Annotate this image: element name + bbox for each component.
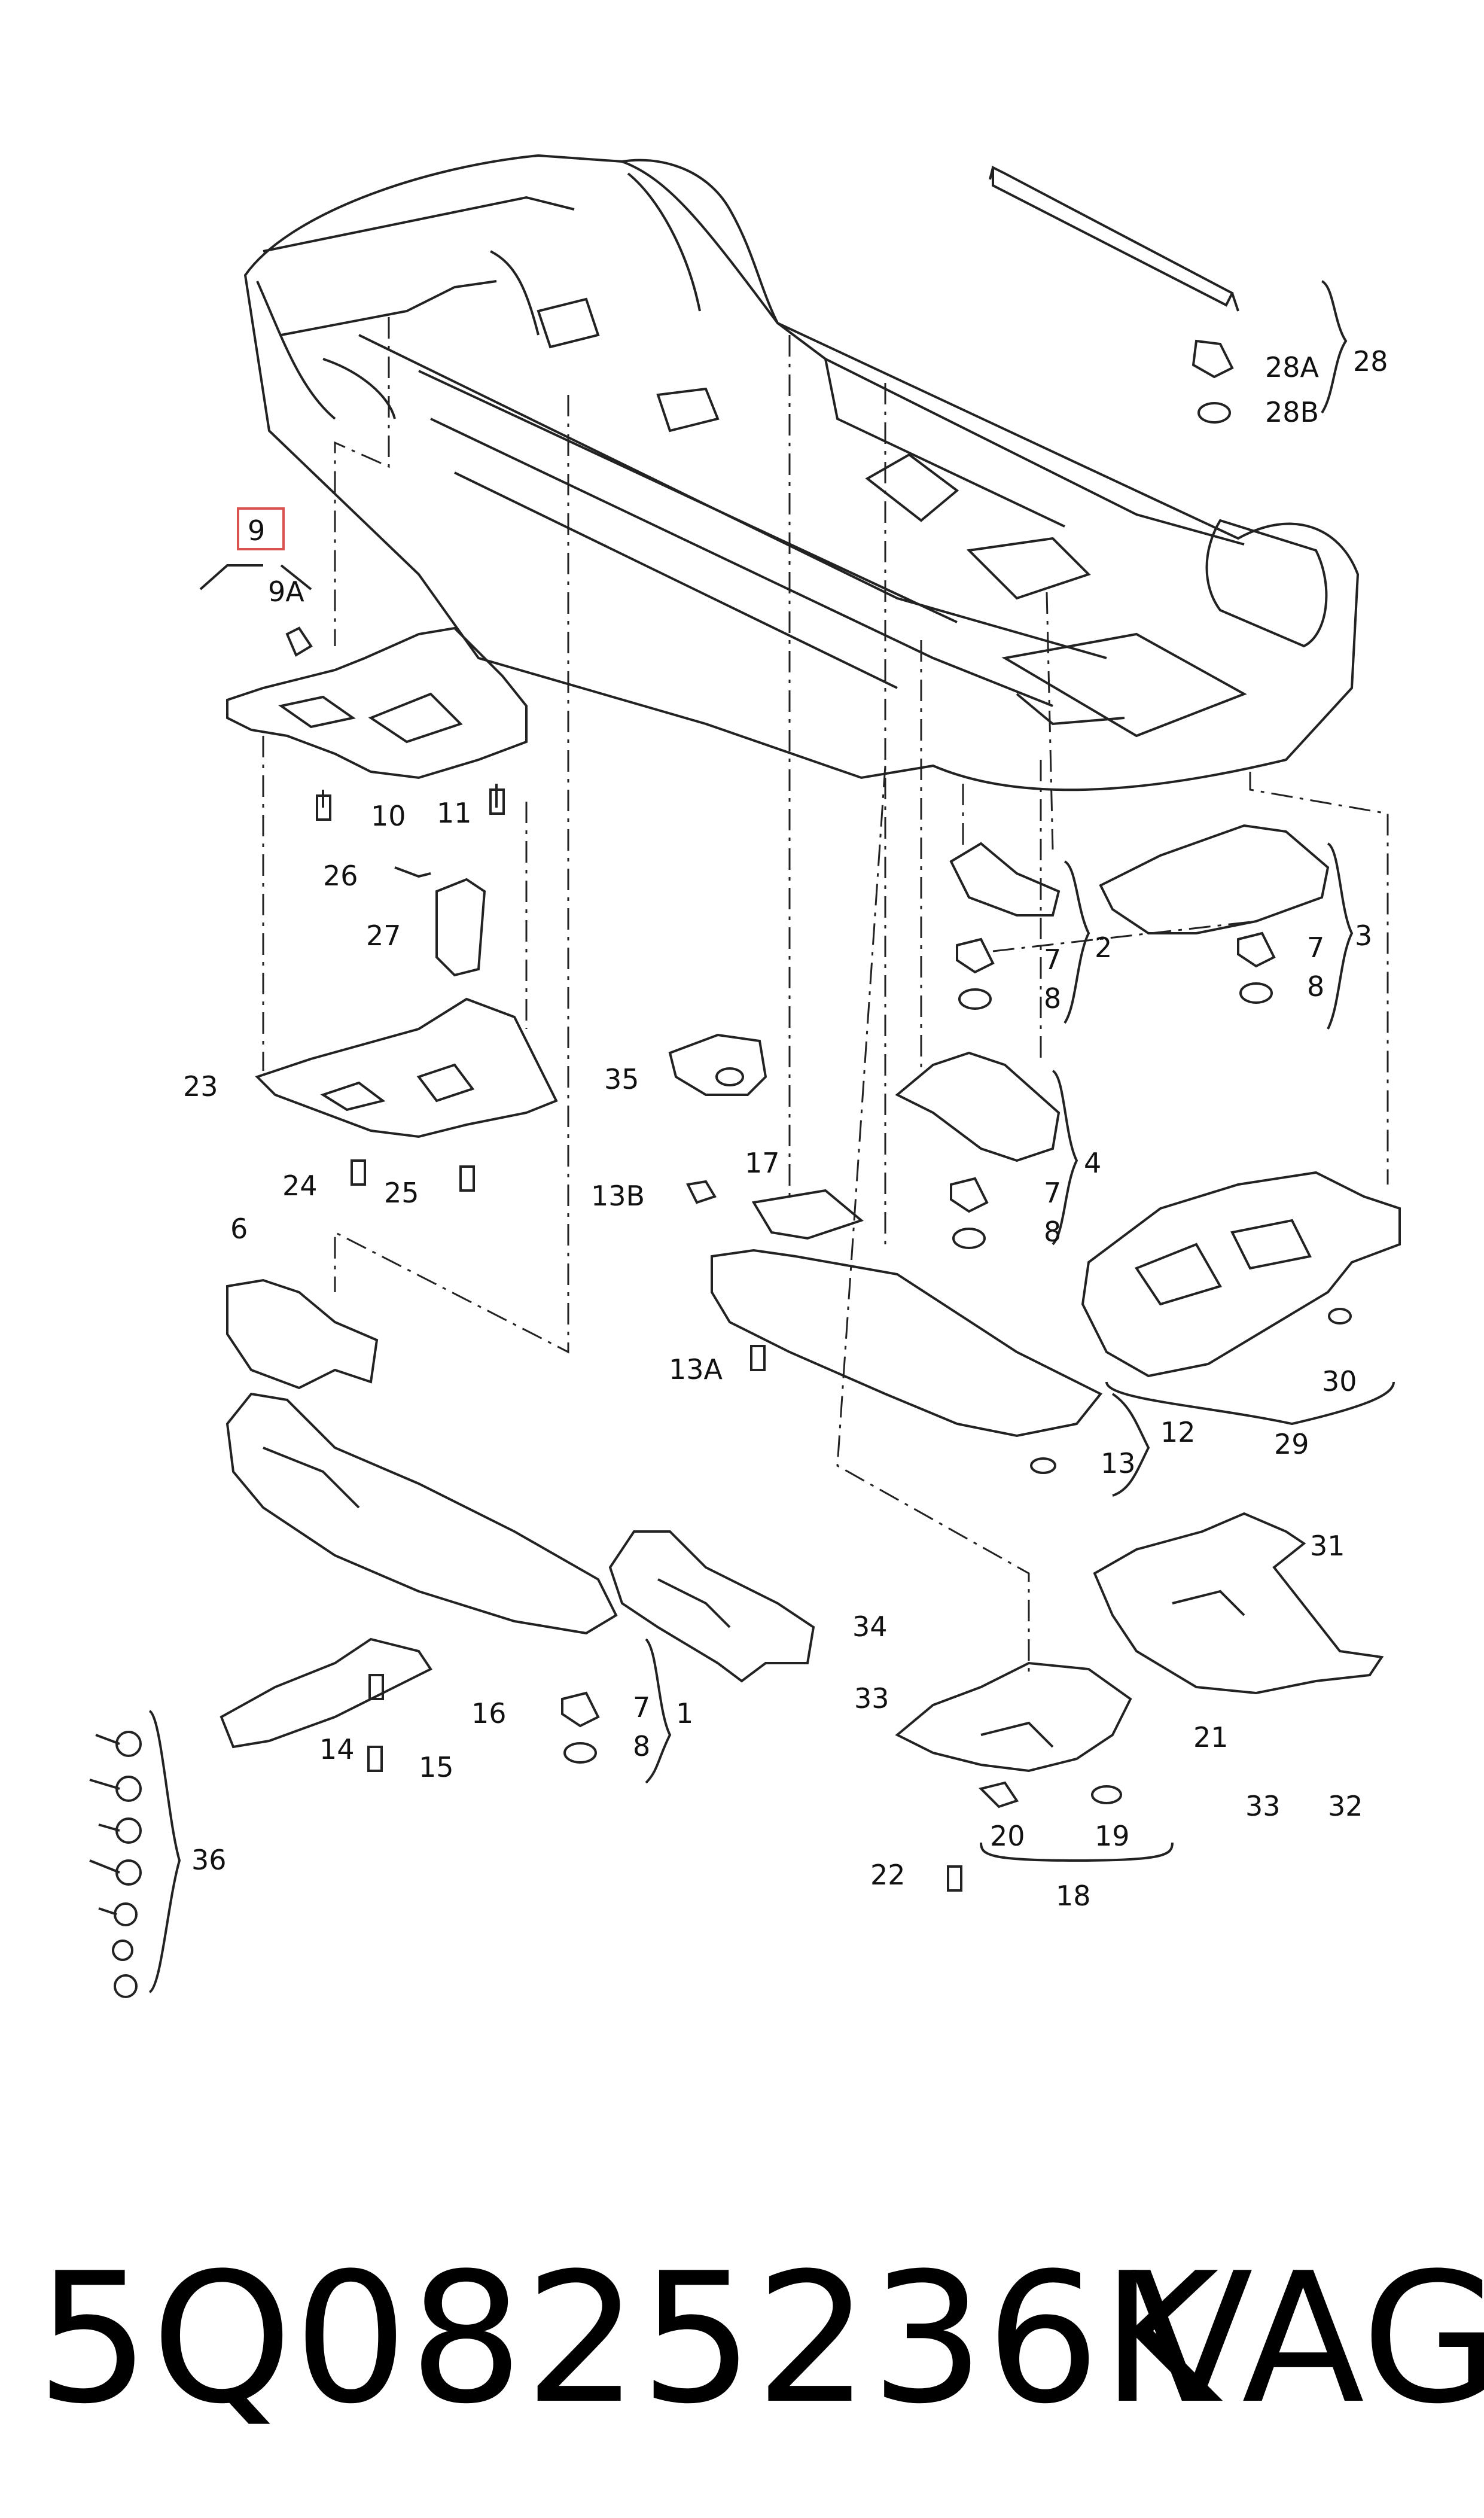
- underbody-panels-drawing: 9 9A 10 11 26 27 23 24 25 28 28A 28B 2 3…: [89, 154, 1401, 1998]
- callout-34: 34: [852, 1610, 888, 1643]
- dashed-leader-lines: [262, 317, 1389, 1675]
- callout-6: 6: [230, 1213, 248, 1245]
- callout-1: 1: [676, 1697, 693, 1730]
- callout-7b: 7: [1307, 931, 1324, 964]
- callout-7d: 7: [633, 1691, 650, 1724]
- callout-33a: 33: [854, 1682, 889, 1715]
- callout-16: 16: [471, 1697, 507, 1730]
- callout-27: 27: [366, 919, 401, 952]
- part-number: 5Q0825236K: [36, 2234, 1220, 2443]
- side-panel-6: [226, 1278, 618, 1635]
- bracket-part-2: [949, 842, 1061, 1010]
- callout-14: 14: [319, 1733, 355, 1765]
- callout-17: 17: [745, 1147, 780, 1179]
- callout-21: 21: [1193, 1721, 1229, 1753]
- callout-22: 22: [870, 1859, 906, 1891]
- group-brackets: [148, 280, 1395, 1993]
- callout-31: 31: [1310, 1530, 1345, 1562]
- cover-panel-12: [686, 1180, 1103, 1474]
- cover-panel-23: [255, 997, 558, 1192]
- car-underbody-outline: [243, 154, 1360, 791]
- callout-9: 9: [248, 514, 265, 547]
- callout-28a: 28A: [1265, 351, 1320, 383]
- cover-panel-9: [226, 626, 528, 821]
- callout-28: 28: [1353, 345, 1388, 377]
- callout-35: 35: [604, 1063, 639, 1095]
- callout-8c: 8: [1044, 1216, 1061, 1248]
- callout-8b: 8: [1307, 970, 1324, 1003]
- callout-36: 36: [191, 1844, 227, 1876]
- callout-3: 3: [1355, 919, 1372, 952]
- callout-13: 13: [1101, 1447, 1136, 1479]
- fastener-set-36: [89, 1731, 142, 1998]
- callout-13b: 13B: [591, 1180, 645, 1212]
- callout-7c: 7: [1044, 1177, 1061, 1209]
- cover-panel-18: [895, 1661, 1132, 1892]
- callout-8d: 8: [633, 1730, 650, 1762]
- rail-part-28: [989, 165, 1239, 424]
- callout-13a: 13A: [669, 1353, 723, 1386]
- callout-20: 20: [990, 1820, 1025, 1852]
- bracket-part-14: [220, 1637, 432, 1772]
- callout-18: 18: [1056, 1880, 1091, 1912]
- callout-12: 12: [1160, 1416, 1196, 1448]
- callout-11: 11: [437, 797, 472, 829]
- callout-23: 23: [183, 1070, 218, 1103]
- cover-panel-29: [1081, 1171, 1401, 1378]
- footer: 5Q0825236K VAG: [0, 2225, 1484, 2453]
- callout-30: 30: [1322, 1365, 1357, 1397]
- callout-8a: 8: [1044, 982, 1061, 1015]
- brand-label: VAG: [1130, 2234, 1484, 2443]
- side-panel-34: [608, 1530, 815, 1683]
- callout-24: 24: [282, 1170, 318, 1202]
- callout-29: 29: [1274, 1428, 1309, 1460]
- highlight-box-9: [237, 507, 285, 550]
- bracket-part-27: [394, 866, 486, 977]
- cover-panel-4: [895, 1051, 1061, 1249]
- callout-19: 19: [1095, 1820, 1130, 1852]
- callout-25: 25: [384, 1177, 419, 1209]
- callout-4: 4: [1084, 1147, 1101, 1179]
- bracket-part-35: [668, 1033, 767, 1096]
- cover-panel-3: [1099, 824, 1330, 1004]
- callout-33b: 33: [1245, 1790, 1281, 1822]
- callout-7a: 7: [1044, 943, 1061, 976]
- callout-28b: 28B: [1265, 396, 1319, 428]
- callout-9a: 9A: [268, 576, 304, 608]
- callout-15: 15: [419, 1751, 454, 1783]
- callout-32: 32: [1328, 1790, 1363, 1822]
- callout-2: 2: [1095, 931, 1112, 964]
- callout-10: 10: [371, 800, 406, 832]
- clip-group-7-8: [561, 1691, 600, 1764]
- cover-panel-31: [1093, 1512, 1384, 1695]
- callout-26: 26: [323, 860, 358, 892]
